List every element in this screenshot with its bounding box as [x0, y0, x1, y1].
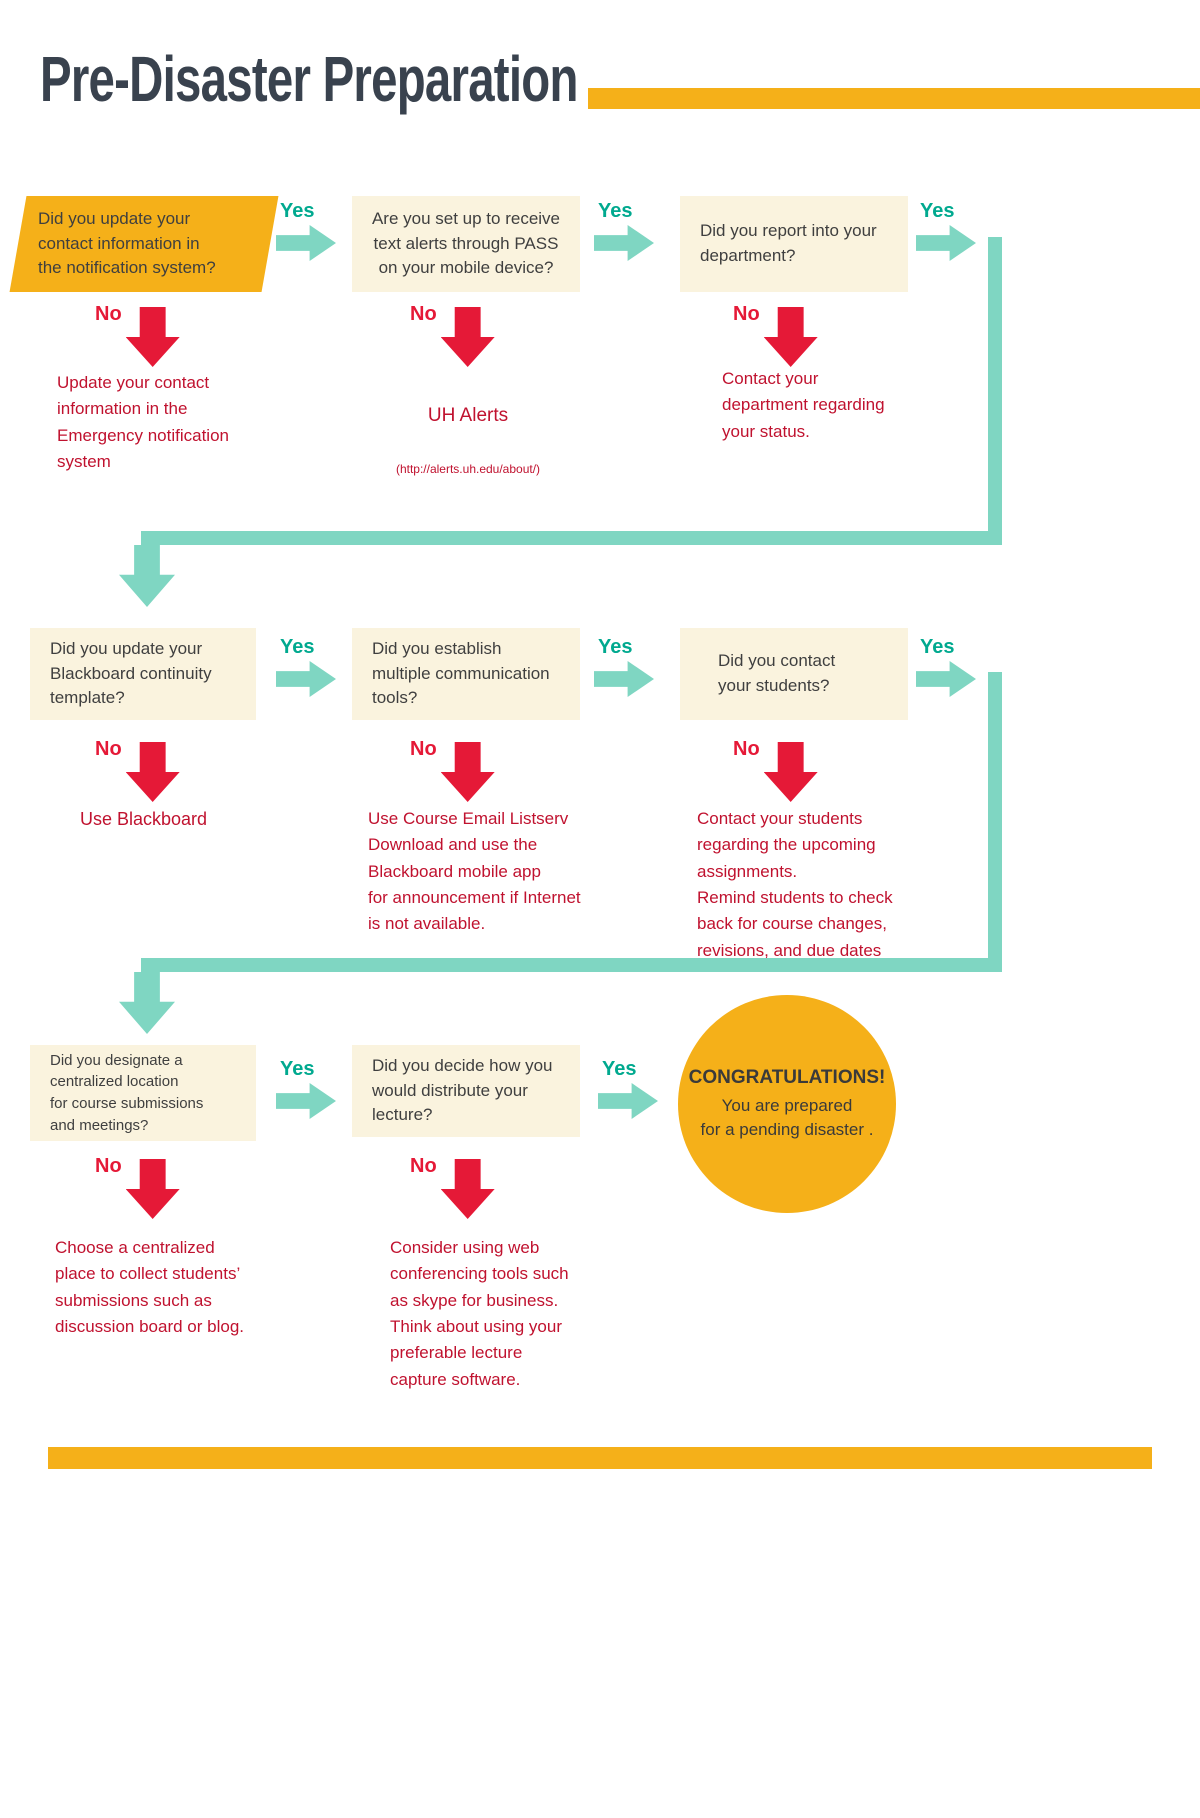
- yes-label: Yes: [280, 1058, 315, 1080]
- arrow-right-icon: [594, 225, 654, 261]
- question-text: Did you update your Blackboard continuit…: [50, 639, 212, 708]
- no-label: No: [733, 738, 760, 760]
- arrow-right-icon: [916, 225, 976, 261]
- arrow-down-icon: [440, 307, 495, 367]
- no-connector: No: [410, 1155, 495, 1219]
- question-text: Did you report into your department?: [700, 221, 877, 265]
- no-label: No: [95, 303, 122, 325]
- question-box-background: [30, 1045, 256, 1141]
- question-box-text-alerts: Are you set up to receive text alerts th…: [352, 196, 580, 292]
- question-box-background: [352, 196, 580, 292]
- question-box-communication-tools: Did you establish multiple communication…: [352, 628, 580, 720]
- footer-accent-bar: [48, 1447, 1152, 1469]
- yes-connector: Yes: [276, 636, 336, 697]
- no-connector: No: [733, 738, 818, 802]
- answer-text-uh-alerts: UH Alerts (http://alerts.uh.edu/about/): [378, 375, 558, 505]
- yes-label: Yes: [280, 636, 315, 658]
- question-box-background: [352, 1045, 580, 1137]
- page-title: Pre-Disaster Preparation: [40, 43, 578, 115]
- question-text: Did you designate a centralized location…: [50, 1051, 204, 1134]
- yes-connector: Yes: [594, 636, 654, 697]
- answer-text-contact-department: Contact your department regarding your s…: [722, 369, 885, 441]
- flow-arrow-down-icon: [119, 972, 175, 1034]
- arrow-right-icon: [594, 661, 654, 697]
- question-box-centralized-location: Did you designate a centralized location…: [30, 1045, 256, 1141]
- flow-arrow-down-icon: [119, 545, 175, 607]
- no-connector: No: [733, 303, 818, 367]
- flow-connector-vertical: [988, 672, 1002, 972]
- question-box-blackboard-template: Did you update your Blackboard continuit…: [30, 628, 256, 720]
- arrow-right-icon: [276, 661, 336, 697]
- answer-title: UH Alerts: [427, 405, 509, 427]
- arrow-down-icon: [440, 1159, 495, 1219]
- no-connector: No: [95, 738, 180, 802]
- question-box-distribute-lecture: Did you decide how you would distribute …: [352, 1045, 580, 1137]
- question-text: Did you update your contact information …: [38, 209, 216, 278]
- question-box-background: [352, 628, 580, 720]
- arrow-down-icon: [125, 742, 180, 802]
- title-accent-bar: [588, 88, 1200, 109]
- arrow-down-icon: [763, 307, 818, 367]
- yes-label: Yes: [920, 636, 955, 658]
- no-label: No: [410, 303, 437, 325]
- yes-connector: Yes: [598, 1058, 658, 1119]
- arrow-down-icon: [763, 742, 818, 802]
- answer-text-contact-students: Contact your students regarding the upco…: [697, 809, 893, 960]
- no-connector: No: [95, 303, 180, 367]
- answer-text-centralized-place: Choose a centralized place to collect st…: [55, 1238, 245, 1337]
- arrow-right-icon: [276, 225, 336, 261]
- no-label: No: [95, 738, 122, 760]
- question-box-contact-students: Did you contact your students?: [680, 628, 908, 720]
- question-box-report-department: Did you report into your department?: [680, 196, 908, 292]
- answer-text-use-blackboard: Use Blackboard: [80, 809, 208, 829]
- yes-connector: Yes: [916, 200, 976, 261]
- flow-connector-vertical: [988, 237, 1002, 545]
- no-connector: No: [410, 303, 495, 367]
- yes-label: Yes: [920, 200, 955, 222]
- no-label: No: [410, 1155, 437, 1177]
- arrow-right-icon: [598, 1083, 658, 1119]
- congratulations-circle: CONGRATULATIONS! You are prepared for a …: [678, 995, 896, 1213]
- no-label: No: [733, 303, 760, 325]
- no-connector: No: [95, 1155, 180, 1219]
- question-text: Did you decide how you would distribute …: [372, 1056, 553, 1125]
- arrow-down-icon: [125, 1159, 180, 1219]
- arrow-down-icon: [440, 742, 495, 802]
- answer-text-listserv: Use Course Email Listserv Download and u…: [368, 809, 581, 934]
- question-box-background: [680, 196, 908, 292]
- answer-text-web-conferencing: Consider using web conferencing tools su…: [390, 1238, 569, 1389]
- yes-connector: Yes: [594, 200, 654, 261]
- no-label: No: [410, 738, 437, 760]
- arrow-right-icon: [276, 1083, 336, 1119]
- arrow-down-icon: [125, 307, 180, 367]
- flow-connector-horizontal: [141, 958, 1002, 972]
- question-text: Did you establish multiple communication…: [372, 639, 550, 708]
- question-box-background: [680, 628, 908, 720]
- yes-label: Yes: [602, 1058, 637, 1080]
- question-text: Did you contact your students?: [718, 651, 836, 695]
- flow-connector-horizontal: [141, 531, 1002, 545]
- yes-connector: Yes: [276, 1058, 336, 1119]
- yes-connector: Yes: [916, 636, 976, 697]
- no-label: No: [95, 1155, 122, 1177]
- question-box-contact-info: Did you update your contact information …: [9, 196, 279, 292]
- yes-label: Yes: [280, 200, 315, 222]
- congratulations-title: CONGRATULATIONS!: [688, 1066, 886, 1088]
- answer-url: (http://alerts.uh.edu/about/): [395, 462, 541, 477]
- no-connector: No: [410, 738, 495, 802]
- yes-label: Yes: [598, 636, 633, 658]
- congratulations-line: for a pending disaster .: [700, 1119, 874, 1139]
- question-text: Are you set up to receive text alerts th…: [371, 209, 561, 278]
- answer-text-update-contact: Update your contact information in the E…: [57, 373, 229, 472]
- congratulations-line: You are prepared: [721, 1095, 853, 1115]
- arrow-right-icon: [916, 661, 976, 697]
- yes-connector: Yes: [276, 200, 336, 261]
- yes-label: Yes: [598, 200, 633, 222]
- question-box-background: [30, 628, 256, 720]
